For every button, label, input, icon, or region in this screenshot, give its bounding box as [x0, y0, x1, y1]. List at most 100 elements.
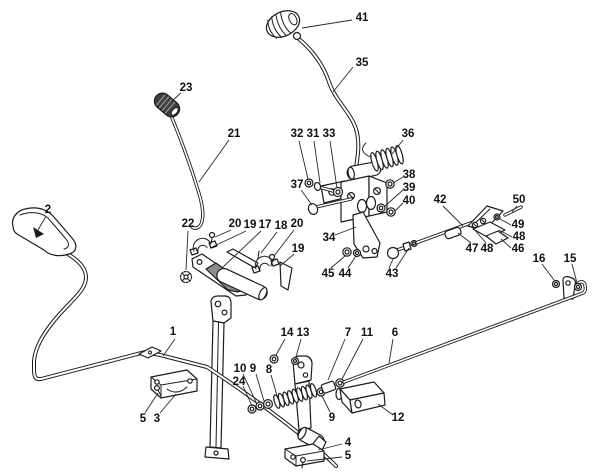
leader-line-8	[270, 374, 279, 400]
rod-guide-bracket-shape	[150, 369, 198, 399]
part-label-47: 47	[466, 243, 479, 255]
support-plate-shape	[204, 295, 232, 460]
part-label-19: 19	[244, 219, 257, 231]
leader-line-18	[260, 231, 278, 254]
anchor-plate-shape	[467, 205, 523, 245]
leader-line-20	[214, 229, 232, 238]
leader-line-31	[313, 140, 321, 184]
leader-line-43	[388, 258, 394, 269]
part-label-5: 5	[140, 413, 147, 425]
part-label-13: 13	[297, 327, 310, 339]
part-label-48: 48	[481, 243, 494, 255]
leader-line-48	[498, 229, 513, 238]
leader-line-12	[377, 403, 394, 416]
leader-line-37	[300, 189, 313, 206]
gear-lever-rod-shape	[297, 37, 361, 169]
leader-line-44	[347, 255, 357, 269]
part-label-35: 35	[356, 57, 369, 69]
leader-line-43	[395, 247, 410, 269]
leader-line-9	[255, 373, 265, 402]
lever-arm-shape	[352, 211, 381, 259]
part-label-40: 40	[403, 195, 416, 207]
part-label-18: 18	[275, 220, 288, 232]
leader-line-16	[541, 263, 555, 281]
leader-line-20	[273, 229, 295, 257]
leader-line-15	[571, 263, 578, 284]
part-label-34: 34	[323, 232, 336, 244]
part-label-4: 4	[345, 437, 352, 449]
leader-line-4	[317, 443, 343, 451]
part-label-21: 21	[228, 128, 241, 140]
leader-line-17	[221, 230, 262, 269]
part-label-36: 36	[402, 128, 415, 140]
leader-line-36	[391, 139, 404, 155]
leader-line-2	[37, 215, 47, 231]
lever-spring-shape	[362, 142, 404, 172]
part-label-15: 15	[564, 253, 577, 265]
leader-line-48	[473, 228, 487, 244]
part-label-3: 3	[154, 413, 160, 425]
leader-line-47	[457, 232, 472, 244]
part-label-37: 37	[291, 179, 304, 191]
lever-knob-shape	[265, 10, 302, 41]
part-label-23: 23	[180, 82, 193, 94]
leader-line-50	[511, 205, 518, 213]
part-label-9: 9	[250, 363, 256, 375]
leader-line-5	[306, 456, 343, 462]
leader-line-21	[198, 139, 230, 183]
leader-line-9	[321, 395, 331, 413]
brake-rod-shape	[32, 247, 338, 468]
leader-line-13	[295, 338, 302, 358]
pedal-spring-assembly-shape	[247, 354, 345, 414]
leader-line-10	[242, 373, 257, 403]
leader-line-14	[275, 338, 286, 356]
leader-line-19	[209, 230, 247, 249]
leader-line-19	[279, 253, 295, 267]
part-label-49: 49	[512, 219, 525, 231]
part-label-5: 5	[345, 450, 352, 462]
part-label-11: 11	[361, 327, 374, 339]
part-label-19: 19	[292, 243, 305, 255]
part-label-8: 8	[266, 364, 273, 376]
leader-line-33	[329, 140, 338, 189]
part-label-9: 9	[329, 412, 335, 424]
leader-line-39	[384, 189, 404, 207]
part-label-20: 20	[291, 218, 304, 230]
grip-arrow-icon	[33, 227, 44, 238]
leader-line-49	[499, 218, 512, 226]
part-label-2: 2	[45, 204, 51, 216]
leader-line-7	[327, 338, 346, 381]
leader-line-1	[162, 338, 176, 357]
part-label-42: 42	[434, 194, 447, 206]
pedal-arm-shape	[284, 355, 327, 469]
leader-line-41	[301, 19, 353, 29]
star-washer-shape	[179, 270, 193, 284]
part-label-14: 14	[281, 327, 294, 339]
bracket-bolt-hardware-shape	[304, 178, 396, 217]
part-label-17: 17	[259, 219, 272, 231]
part-label-32: 32	[291, 128, 304, 140]
leader-line-42	[442, 205, 464, 227]
leader-line-3	[159, 393, 177, 414]
leader-line-5	[144, 392, 159, 414]
hand-grip-shape	[11, 207, 77, 257]
leader-line-32	[298, 140, 309, 180]
lever-grip-shape	[153, 92, 181, 118]
shaft-clamp-assembly-shape	[189, 231, 293, 301]
leader-line-11	[341, 338, 364, 380]
leader-line-34	[334, 226, 357, 236]
part-label-41: 41	[356, 12, 369, 24]
part-label-44: 44	[339, 268, 352, 280]
part-label-12: 12	[392, 412, 405, 424]
lever-block-shape	[335, 381, 386, 414]
part-label-45: 45	[322, 268, 335, 280]
leader-line-40	[394, 202, 404, 212]
part-label-33: 33	[323, 128, 336, 140]
leader-line-22	[185, 230, 189, 271]
part-label-46: 46	[512, 243, 525, 255]
part-label-20: 20	[229, 218, 242, 230]
part-label-6: 6	[392, 327, 398, 339]
